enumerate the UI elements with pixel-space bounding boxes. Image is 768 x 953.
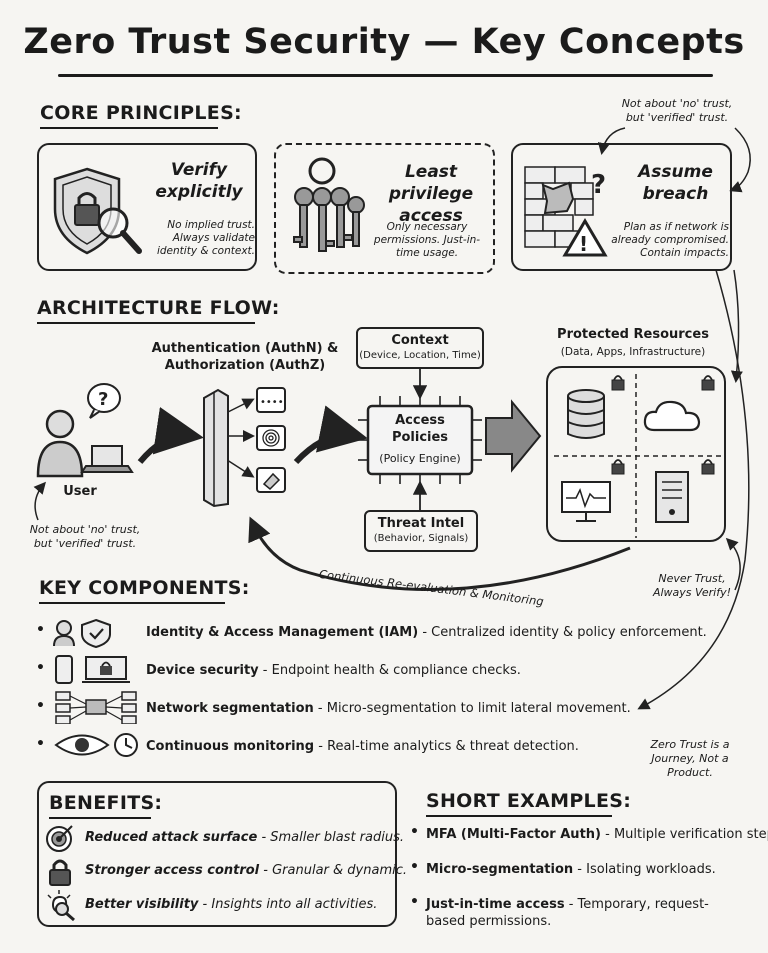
examples-heading: SHORT EXAMPLES: <box>426 790 632 812</box>
svg-text:•••••: ••••• <box>260 397 286 408</box>
principle-title-assume-breach: Assume breach <box>638 162 713 204</box>
component-network-segmentation: Network segmentation - Micro-segmentatio… <box>146 701 631 716</box>
components-heading: KEY COMPONENTS: <box>39 577 250 599</box>
context-sub: (Device, Location, Time) <box>359 350 481 361</box>
benefits-box: BENEFITS: Reduced attack surface - Small… <box>37 781 407 927</box>
broken-wall-warning-icon: ? ! <box>523 163 623 259</box>
policy-chip <box>358 396 482 484</box>
resources-sub: (Data, Apps, Infrastructure) <box>560 346 706 358</box>
never-trust-note: Never Trust, Always Verify! <box>652 572 732 599</box>
benefit-attack-surface: Reduced attack surface - Smaller blast r… <box>85 830 405 845</box>
auth-label: Authentication (AuthN) & Authorization (… <box>151 341 339 373</box>
bullet: • <box>410 894 419 910</box>
bullet: • <box>36 736 45 752</box>
eye-clock-icon <box>52 730 142 760</box>
core-principles-heading: CORE PRINCIPLES: <box>40 102 242 124</box>
bullet: • <box>36 660 45 676</box>
user-icon: ? <box>34 380 134 480</box>
firewall-wall-icon <box>200 388 232 508</box>
core-note: Not about 'no' trust, but 'verified' tru… <box>621 97 733 124</box>
principle-desc-assume-breach: Plan as if network is already compromise… <box>611 221 729 259</box>
context-title: Context <box>391 333 449 348</box>
principle-card-verify: Verify explicitly No implied trust. Alwa… <box>37 143 257 271</box>
user-label: User <box>63 484 97 499</box>
cloud-icon <box>642 398 702 434</box>
principle-title-verify: Verify explicitly <box>155 160 243 202</box>
principle-card-assume-breach: ? ! Assume breach Plan as if network is … <box>511 143 732 271</box>
user-shield-icon <box>52 618 128 648</box>
password-icon: ••••• <box>256 386 286 414</box>
benefits-heading: BENEFITS: <box>49 792 163 814</box>
database-icon <box>566 388 606 442</box>
principle-desc-least-privilege: Only necessary permissions. Just-in-time… <box>373 221 481 259</box>
principle-card-least-privilege: Least privilege access Only necessary pe… <box>274 143 495 274</box>
threat-box: Threat Intel (Behavior, Signals) <box>364 510 478 552</box>
context-box: Context (Device, Location, Time) <box>356 327 484 369</box>
component-iam: Identity & Access Management (IAM) - Cen… <box>146 625 707 640</box>
resources-box <box>546 366 726 542</box>
threat-sub: (Behavior, Signals) <box>373 533 469 544</box>
fingerprint-icon <box>256 424 286 452</box>
target-icon <box>45 823 75 853</box>
keys-icon <box>282 155 372 265</box>
token-tag-icon <box>256 466 286 494</box>
title-underline <box>58 74 713 77</box>
resources-grid <box>554 374 722 538</box>
svg-text:!: ! <box>579 232 588 256</box>
principle-desc-verify: No implied trust. Always validate identi… <box>156 219 255 257</box>
devices-lock-icon <box>52 654 142 684</box>
resources-title: Protected Resources <box>557 327 709 342</box>
threat-title: Threat Intel <box>377 516 465 531</box>
svg-text:?: ? <box>591 170 606 200</box>
core-principles-underline <box>40 127 218 129</box>
lock-icon <box>47 857 73 887</box>
shield-lock-magnifier-icon <box>47 163 147 263</box>
monitor-app-icon <box>560 480 612 524</box>
network-icon <box>52 690 142 724</box>
server-icon <box>654 470 690 524</box>
example-just-in-time: Just-in-time access - Temporary, request… <box>426 897 709 929</box>
component-device-security: Device security - Endpoint health & comp… <box>146 663 521 678</box>
components-list: • Identity & Access Management (IAM) - C… <box>36 618 707 772</box>
bullet: • <box>36 698 45 714</box>
components-underline <box>39 602 225 604</box>
user-note: Not about 'no' trust, but 'verified' tru… <box>29 523 141 550</box>
examples-underline <box>426 815 612 817</box>
example-micro-segmentation: Micro-segmentation - Isolating workloads… <box>426 862 716 877</box>
bullet: • <box>410 824 419 840</box>
benefit-access-control: Stronger access control - Granular & dyn… <box>85 863 408 878</box>
page-title: Zero Trust Security — Key Concepts <box>23 22 745 62</box>
component-continuous-monitoring: Continuous monitoring - Real-time analyt… <box>146 739 579 754</box>
benefit-visibility: Better visibility - Insights into all ac… <box>85 897 378 912</box>
principle-title-least-privilege: Least privilege access <box>388 162 474 226</box>
journey-note: Zero Trust is a Journey, Not a Product. <box>650 738 730 779</box>
svg-text:?: ? <box>98 389 108 410</box>
example-mfa: MFA (Multi-Factor Auth) - Multiple verif… <box>426 827 768 842</box>
lightbulb-magnifier-icon <box>45 889 77 921</box>
bullet: • <box>410 859 419 875</box>
architecture-heading: ARCHITECTURE FLOW: <box>37 297 280 319</box>
architecture-underline <box>37 322 255 324</box>
policy-title: Access Policies <box>391 413 449 445</box>
policy-sub: (Policy Engine) <box>379 452 461 465</box>
benefits-underline <box>49 817 151 819</box>
bullet: • <box>36 622 45 638</box>
